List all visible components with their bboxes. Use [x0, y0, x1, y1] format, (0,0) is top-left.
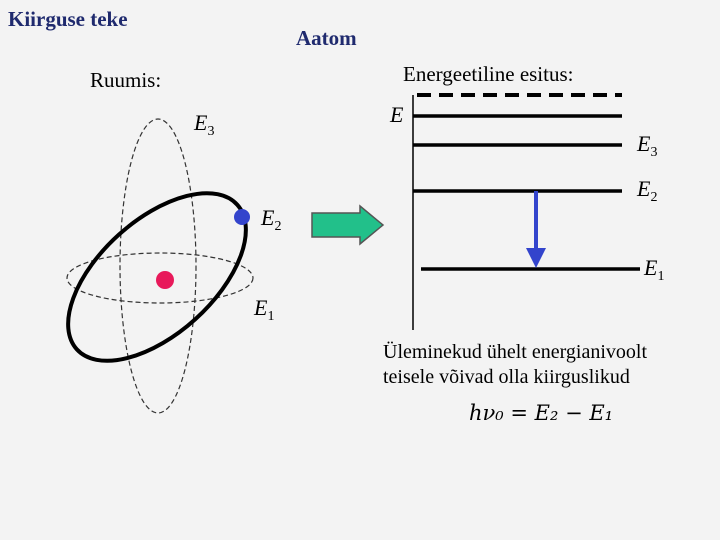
transition-arrow-head [526, 248, 546, 268]
subtitle: Aatom [296, 26, 357, 50]
orbit-horizontal-dashed [66, 252, 254, 304]
electron [234, 209, 250, 225]
level-label-e3: E3 [637, 131, 658, 160]
arrow-icon [311, 204, 385, 246]
caption-line-1: Üleminekud ühelt energianivoolt [383, 341, 648, 363]
nucleus [156, 271, 174, 289]
orbit-label-e1: E1 [254, 295, 275, 324]
caption-line-2: teisele võivad olla kiirguslikud [383, 366, 630, 388]
caption: Üleminekud ühelt energianivoolt teisele … [383, 340, 647, 390]
orbit-label-e3: E3 [194, 110, 215, 139]
orbit-tilted-solid [66, 191, 248, 363]
orbit-label-e2: E2 [261, 205, 282, 234]
level-label-e1: E1 [644, 255, 665, 284]
energy-label: Energeetiline esitus: [403, 62, 574, 86]
axis-label-e: E [390, 102, 404, 127]
space-label: Ruumis: [90, 68, 162, 92]
formula: hν₀ = E₂ − E₁ [469, 401, 614, 425]
title: Kiirguse teke [8, 7, 128, 31]
orbit-vertical-dashed [119, 118, 197, 414]
level-label-e2: E2 [637, 176, 658, 205]
